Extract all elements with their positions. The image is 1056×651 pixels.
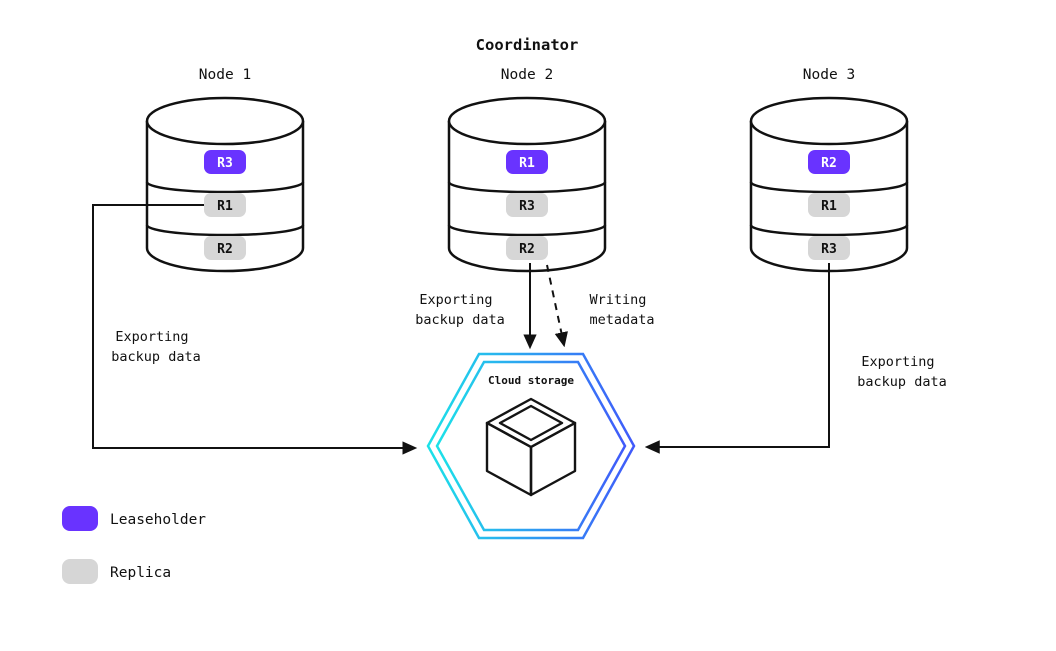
replica-badge xyxy=(204,236,246,260)
badge-label: R2 xyxy=(821,156,837,171)
edge-label-line: backup data xyxy=(415,312,504,328)
edge-label-line: backup data xyxy=(111,349,200,365)
cylinder-separator xyxy=(749,224,909,237)
badge-label: R2 xyxy=(217,242,233,257)
badge-label: R1 xyxy=(217,199,233,214)
cylinder-separator xyxy=(145,224,305,237)
leaseholder-badge xyxy=(808,150,850,174)
edge-label-line: Exporting xyxy=(419,292,492,308)
edge-label-line: metadata xyxy=(589,312,654,328)
node-1-label: Node 1 xyxy=(199,67,251,83)
legend-leaseholder-swatch xyxy=(62,506,98,531)
legend-leaseholder-label: Leaseholder xyxy=(110,512,206,528)
cylinder-separator xyxy=(749,181,909,194)
cylinder-separator xyxy=(145,181,305,194)
node-3: Node 3 R2 R1 R3 xyxy=(749,67,909,273)
edge-label-node3-export: Exporting backup data xyxy=(857,354,946,390)
legend: Leaseholder Replica xyxy=(62,506,206,584)
node-2-label: Node 2 xyxy=(501,67,553,83)
badge-label: R1 xyxy=(519,156,535,171)
database-cylinder-top xyxy=(145,96,305,146)
replica-badge xyxy=(808,193,850,217)
node-2: Node 2 R1 R3 R2 xyxy=(447,67,607,273)
cloud-storage: Cloud storage xyxy=(426,352,636,540)
coordinator-title: Coordinator xyxy=(476,36,579,54)
replica-badge xyxy=(506,193,548,217)
edge-label-line: Exporting xyxy=(115,329,188,345)
replica-badge xyxy=(506,236,548,260)
leaseholder-badge xyxy=(204,150,246,174)
edge-label-line: Exporting xyxy=(861,354,934,370)
badge-label: R2 xyxy=(519,242,535,257)
database-cylinder-top xyxy=(447,96,607,146)
edge-label-line: Writing xyxy=(589,292,646,308)
cylinder-separator xyxy=(447,224,607,237)
node-3-label: Node 3 xyxy=(803,67,855,83)
edge-label-line: backup data xyxy=(857,374,946,390)
edge-label-node2-export: Exporting backup data xyxy=(415,292,504,328)
arrow-node3-to-cloud xyxy=(644,263,830,454)
leaseholder-badge xyxy=(506,150,548,174)
replica-badge xyxy=(808,236,850,260)
edge-label-writing-metadata: Writing metadata xyxy=(589,292,654,328)
cube-icon xyxy=(485,397,577,497)
badge-label: R1 xyxy=(821,199,837,214)
badge-label: R3 xyxy=(821,242,837,257)
edge-label-node1-export: Exporting backup data xyxy=(111,329,200,365)
replica-badge xyxy=(204,193,246,217)
arrow-node1-to-cloud xyxy=(92,204,418,455)
legend-replica-label: Replica xyxy=(110,565,171,581)
legend-replica-swatch xyxy=(62,559,98,584)
database-cylinder-top xyxy=(749,96,909,146)
node-1: Node 1 R3 R1 R2 xyxy=(145,67,305,273)
cylinder-separator xyxy=(447,181,607,194)
arrow-node2-metadata xyxy=(546,264,568,348)
cloud-storage-label: Cloud storage xyxy=(488,374,574,387)
badge-label: R3 xyxy=(217,156,233,171)
badge-label: R3 xyxy=(519,199,535,214)
